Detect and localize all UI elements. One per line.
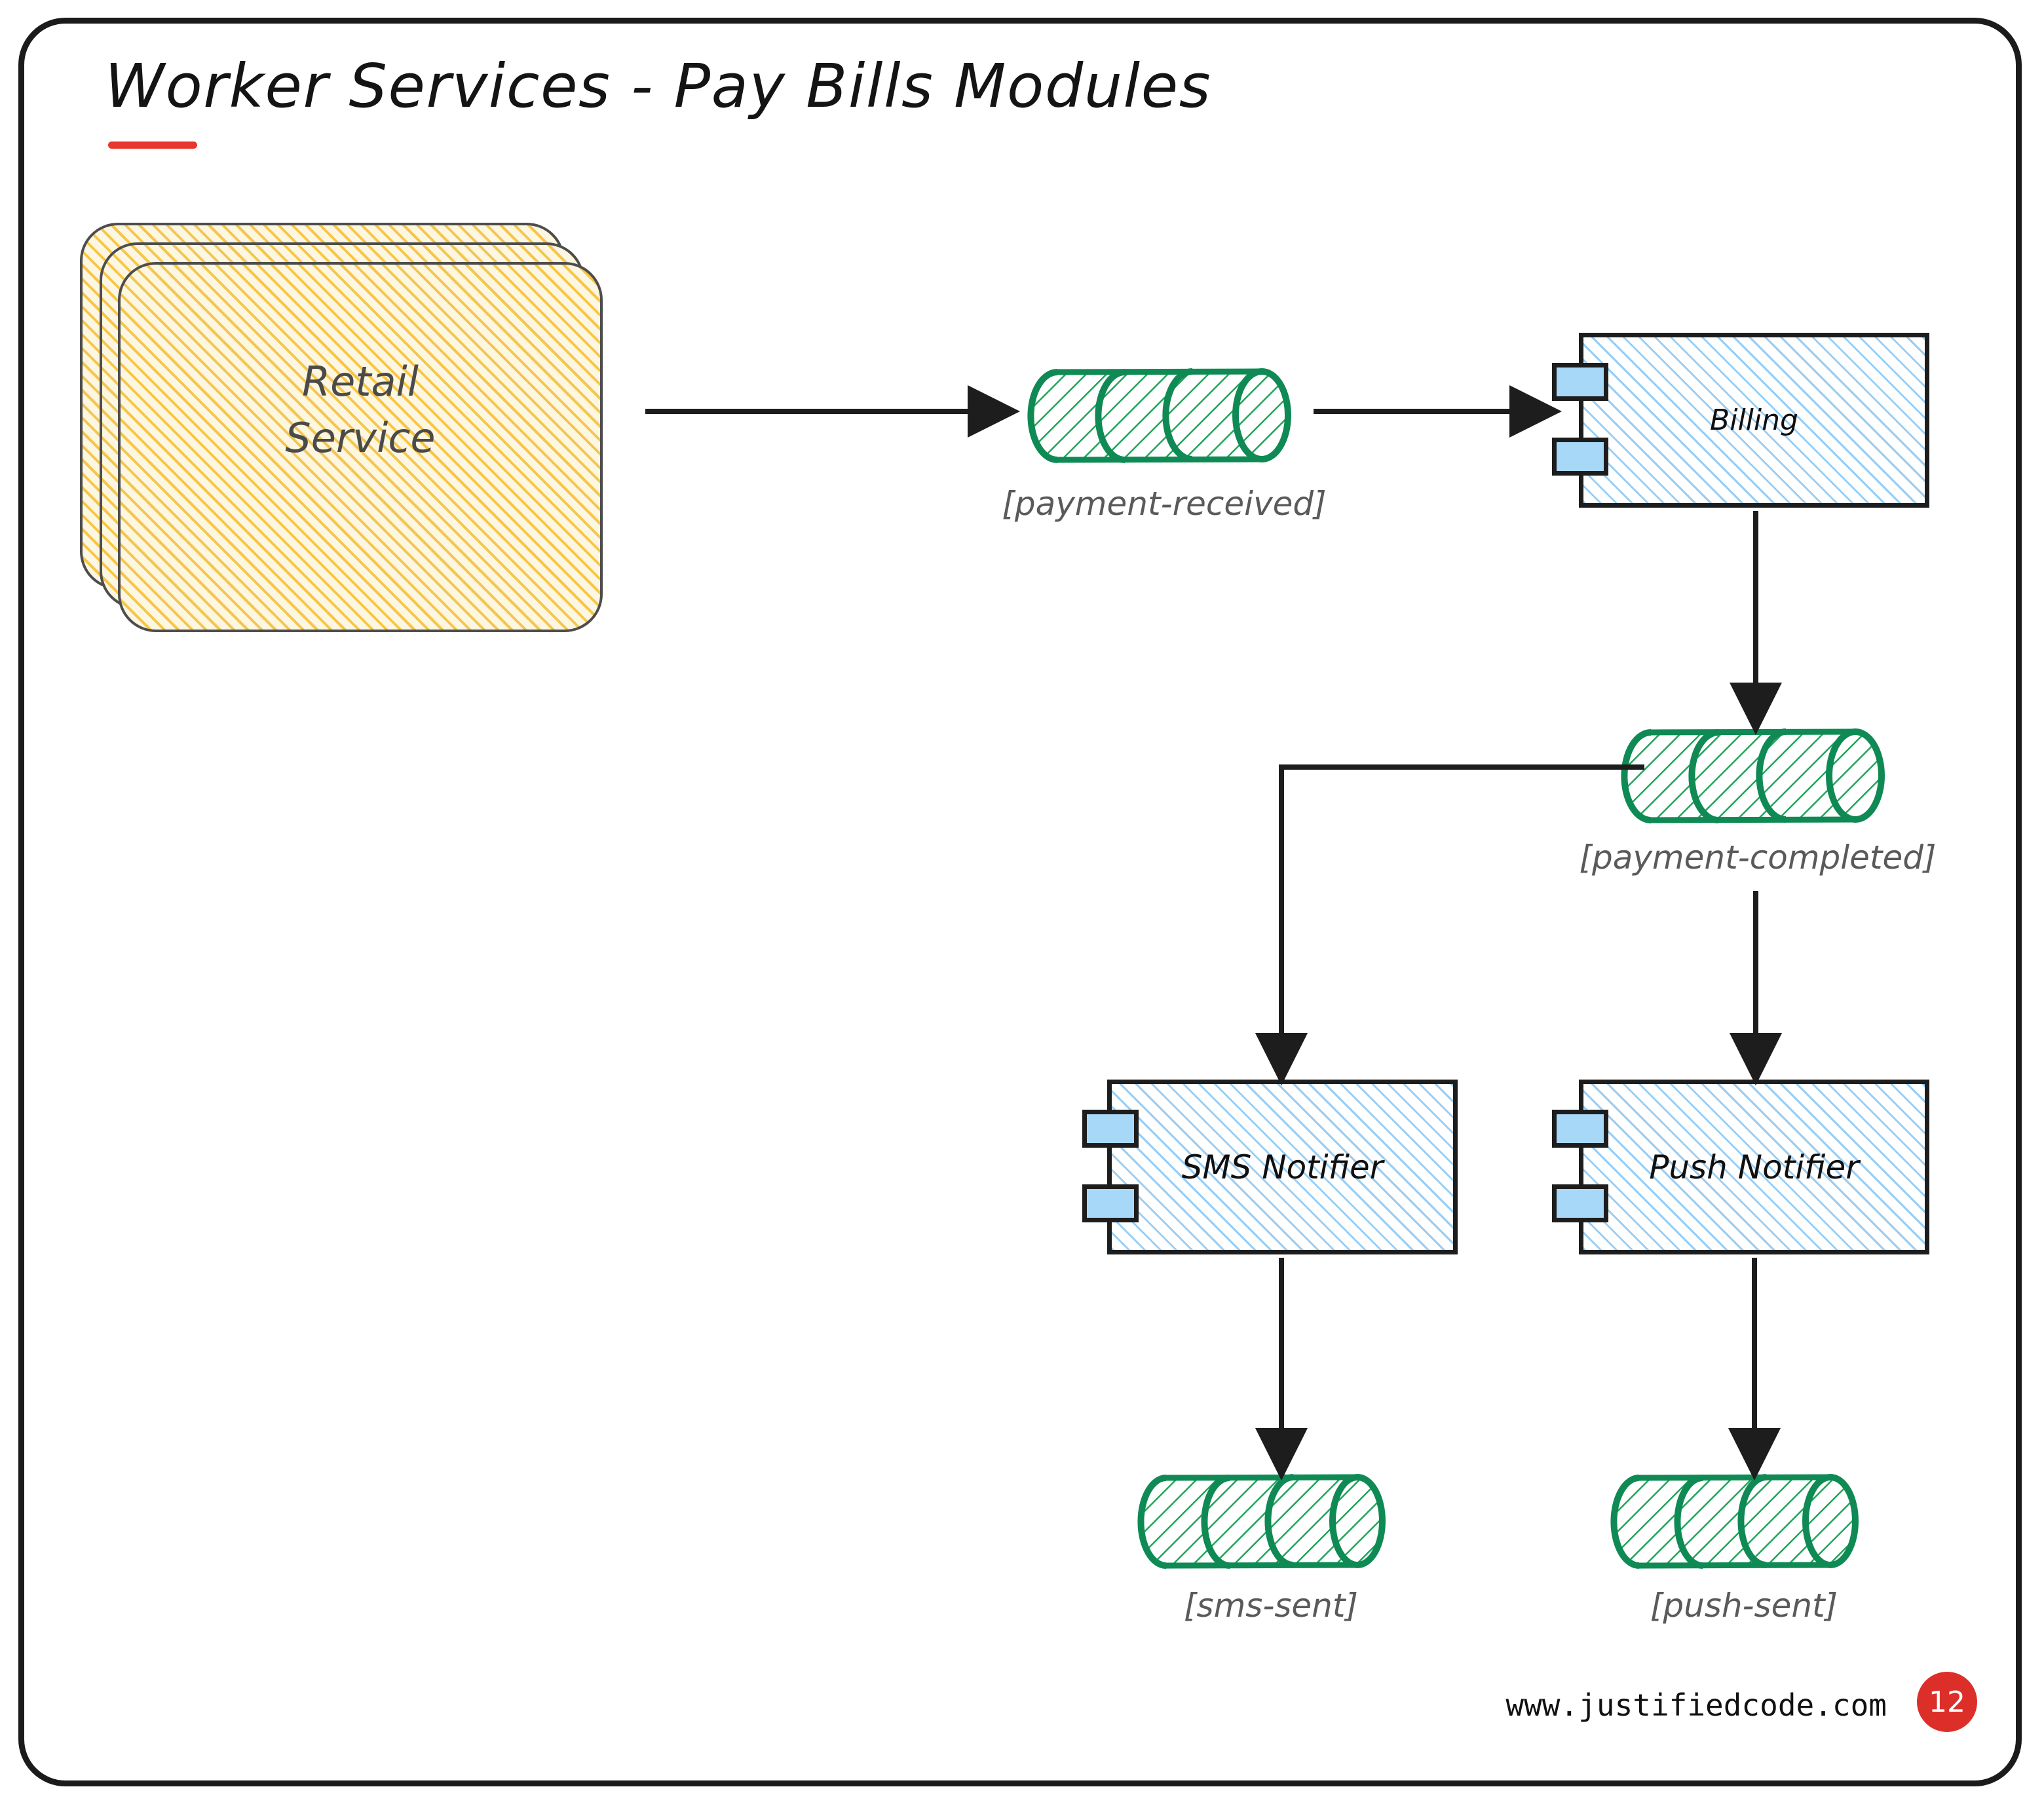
- component-billing[interactable]: Billing: [1579, 333, 1929, 508]
- component-sms-notifier-port-top[interactable]: [1082, 1110, 1139, 1148]
- retail-service-label-line2: Service: [285, 413, 436, 462]
- flow-payment-completed-to-sms-notifier: [1255, 764, 1644, 1085]
- queue-push-sent[interactable]: [1610, 1474, 1868, 1569]
- queue-label-payment-completed: [payment-completed]: [1579, 838, 1937, 876]
- component-billing-label: Billing: [1710, 404, 1798, 437]
- retail-service-label-line1: Retail: [302, 358, 419, 405]
- component-push-notifier[interactable]: Push Notifier: [1579, 1080, 1929, 1254]
- component-sms-notifier-label: SMS Notifier: [1181, 1148, 1384, 1186]
- retail-service-card-front[interactable]: [118, 262, 603, 632]
- queue-sms-sent[interactable]: [1137, 1474, 1395, 1569]
- component-sms-notifier-port-bottom[interactable]: [1082, 1184, 1139, 1222]
- title-underline-accent: [108, 141, 197, 149]
- page-number-badge: 12: [1917, 1672, 1977, 1732]
- component-push-notifier-port-bottom[interactable]: [1552, 1184, 1608, 1222]
- queue-label-push-sent: [push-sent]: [1650, 1587, 1838, 1625]
- footer-url[interactable]: www.justifiedcode.com: [1505, 1687, 1887, 1723]
- component-push-notifier-label: Push Notifier: [1649, 1148, 1859, 1186]
- queue-label-sms-sent: [sms-sent]: [1184, 1587, 1358, 1625]
- component-push-notifier-port-top[interactable]: [1552, 1110, 1608, 1148]
- retail-service-label: Retail Service: [118, 354, 603, 466]
- component-sms-notifier[interactable]: SMS Notifier: [1107, 1080, 1458, 1254]
- queue-payment-completed[interactable]: [1621, 728, 1892, 823]
- component-billing-port-bottom[interactable]: [1552, 438, 1608, 476]
- queue-payment-received[interactable]: [1027, 368, 1298, 463]
- component-billing-port-top[interactable]: [1552, 363, 1608, 401]
- page-title: Worker Services - Pay Bills Modules: [105, 51, 1212, 121]
- queue-label-payment-received: [payment-received]: [1002, 485, 1327, 523]
